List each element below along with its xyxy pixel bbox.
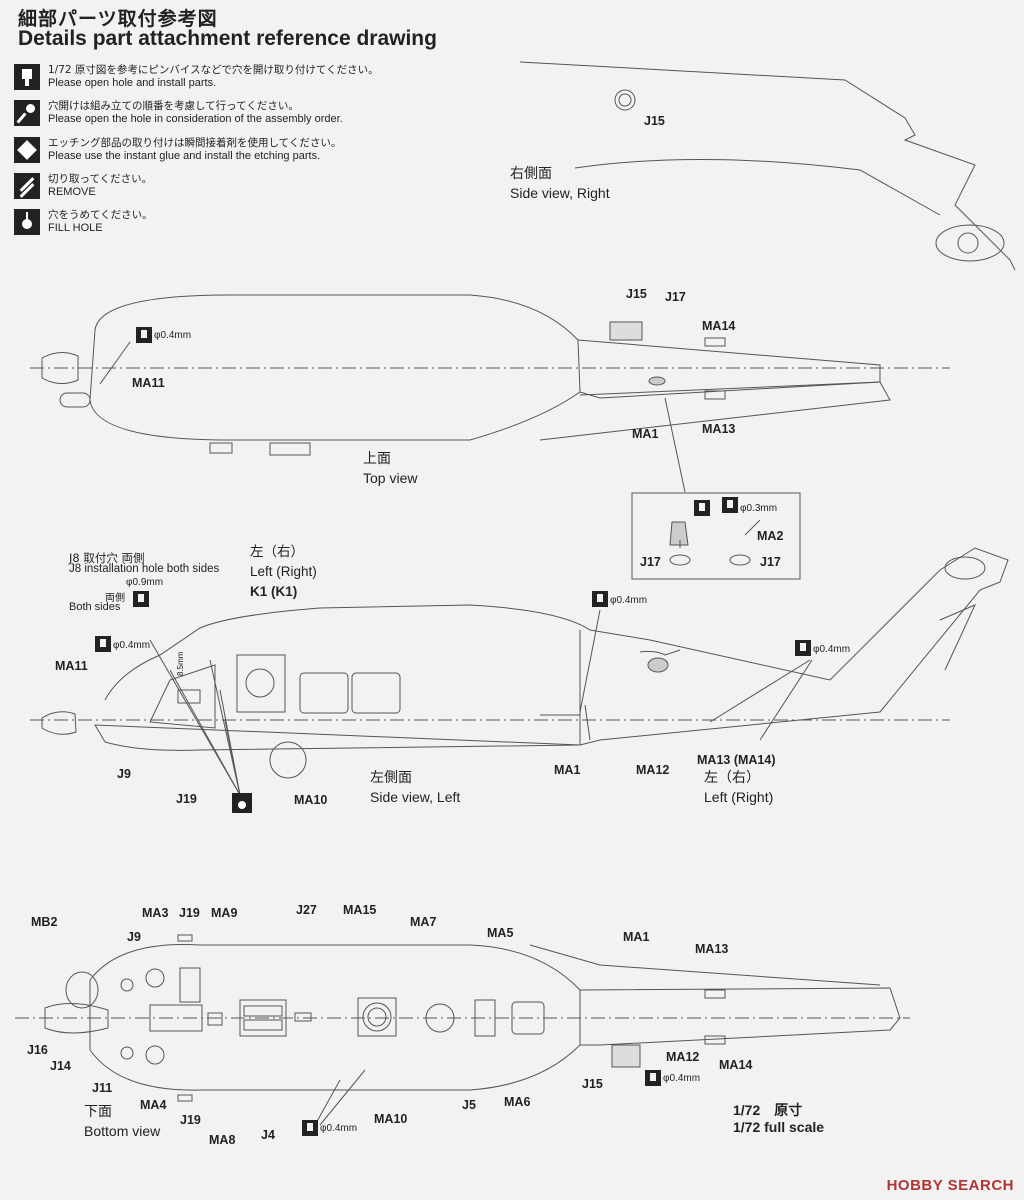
part-label-ma12-bottom: MA12	[666, 1050, 700, 1064]
legend-item-order: 穴開けは組み立ての順番を考慮して行ってください。Please open the …	[14, 100, 343, 126]
note-both-sides-en: Both sides	[69, 601, 121, 613]
drill-icon	[136, 327, 152, 343]
diamond-icon	[14, 137, 40, 163]
drill-icon	[133, 591, 149, 607]
view-name-top: 上面 Top view	[363, 451, 418, 486]
part-label-ma11-top: MA11	[132, 376, 165, 390]
part-label-j11: J11	[92, 1081, 113, 1095]
part-label-ma7: MA7	[410, 915, 437, 929]
note-both-sides-jp: 両側	[105, 593, 125, 604]
part-label-j19-bottom: J19	[180, 1113, 201, 1127]
left-side-view-drawing	[30, 547, 1009, 796]
hole-size-ma10: φ0.4mm	[320, 1123, 358, 1134]
legend-item-fill-hole: 穴をうめてください。FILL HOLE	[14, 209, 153, 235]
legend-item-remove: 切り取ってください。REMOVE	[14, 173, 152, 199]
part-label-ma13-bottom: MA13	[695, 942, 729, 956]
part-label-ma1-side: MA1	[554, 763, 581, 777]
part-label-ma9: MA9	[211, 906, 238, 920]
legend-item-drill: 1/72 原寸図を参考にピンバイスなどで穴を開け取り付けてください。Please…	[14, 64, 379, 90]
fill-hole-icon	[14, 209, 40, 235]
part-label-ma8: MA8	[209, 1133, 236, 1147]
part-label-ma10-bottom: MA10	[374, 1112, 408, 1126]
part-label-ma5: MA5	[487, 926, 514, 940]
bottom-view-drawing	[15, 934, 910, 1126]
part-label-j5: J5	[462, 1098, 476, 1112]
hole-size-top: φ0.4mm	[154, 330, 192, 341]
part-label-j27: J27	[296, 903, 317, 917]
view-name-left-side: 左側面 Side view, Left	[370, 770, 461, 805]
part-label-ma12-side: MA12	[636, 763, 670, 777]
scale-note: 1/72 原寸 1/72 full scale	[733, 1102, 825, 1135]
drill-icon	[95, 636, 111, 652]
part-label-j17-callout-right: J17	[760, 555, 781, 569]
hole-size-ma11: φ0.4mm	[113, 640, 151, 651]
part-label-ma15: MA15	[343, 903, 377, 917]
part-label-j17-callout-left: J17	[640, 555, 661, 569]
drill-icon	[14, 64, 40, 90]
legend-item-etching: エッチング部品の取り付けは瞬間接着剤を使用してください。Please use t…	[14, 137, 341, 163]
hole-size-ma12: φ0.4mm	[663, 1073, 701, 1084]
drill-icon	[645, 1070, 661, 1086]
detail-callout-box	[631, 492, 801, 580]
hole-size-callout: φ0.3mm	[740, 503, 778, 514]
note-j8-jp: J8 取付穴 両側	[69, 551, 145, 565]
pin-vise-icon	[14, 100, 40, 126]
view-name-right-side: 右側面 Side view, Right	[510, 166, 610, 201]
note-j8-en: J8 installation hole both sides	[69, 563, 220, 575]
part-label-ma1-bottom: MA1	[623, 930, 650, 944]
note-ma13-side: 左（右） Left (Right)	[704, 770, 774, 805]
drill-icon	[592, 591, 608, 607]
part-label-j9-bottom: J9	[127, 930, 141, 944]
part-label-j15-bottom: J15	[582, 1077, 603, 1091]
part-label-j14: J14	[50, 1059, 71, 1073]
fill-hole-icon	[232, 793, 252, 813]
part-label-ma14-bottom: MA14	[719, 1058, 753, 1072]
part-label-j15-top: J15	[626, 287, 647, 301]
hole-size-ma13: φ0.4mm	[813, 644, 851, 655]
part-label-ma10-side: MA10	[294, 793, 328, 807]
note-k1: 左（右） Left (Right) K1 (K1)	[250, 544, 317, 599]
part-label-ma2: MA2	[757, 529, 784, 543]
part-label-j4: J4	[261, 1128, 275, 1142]
cut-icon	[694, 500, 710, 516]
part-label-j19-side: J19	[176, 792, 197, 806]
part-label-j19-bottom-top: J19	[179, 906, 200, 920]
hole-size-ma1: φ0.4mm	[610, 595, 648, 606]
part-label-j16: J16	[27, 1043, 48, 1057]
hole-size-j8: φ0.9mm	[126, 577, 164, 588]
part-label-mb2: MB2	[31, 915, 58, 929]
part-label-ma3: MA3	[142, 906, 169, 920]
part-label-ma1-top: MA1	[632, 427, 659, 441]
top-view-drawing	[30, 294, 950, 493]
drill-icon	[795, 640, 811, 656]
dimension-8-5mm: 8.5mm	[176, 651, 185, 676]
page-title-jp: 細部パーツ取付参考図	[18, 8, 218, 30]
part-label-j17-top: J17	[665, 290, 686, 304]
part-label-ma13-top: MA13	[702, 422, 736, 436]
cut-icon	[14, 173, 40, 199]
part-label-j9-side: J9	[117, 767, 131, 781]
page-title-en: Details part attachment reference drawin…	[18, 27, 437, 50]
part-label-ma13-ma14: MA13 (MA14)	[697, 753, 776, 767]
part-label-ma14-top: MA14	[702, 319, 736, 333]
view-name-bottom: 下面 Bottom view	[84, 1104, 161, 1139]
part-label-ma6: MA6	[504, 1095, 531, 1109]
drill-icon	[302, 1120, 318, 1136]
part-label-ma11-side: MA11	[55, 659, 88, 673]
part-label-ma4: MA4	[140, 1098, 167, 1112]
drill-icon	[722, 497, 738, 513]
part-label-j15-right: J15	[644, 114, 665, 128]
hobby-search-logo: HOBBY SEARCH	[886, 1177, 1014, 1194]
right-side-view-drawing	[519, 61, 1016, 271]
